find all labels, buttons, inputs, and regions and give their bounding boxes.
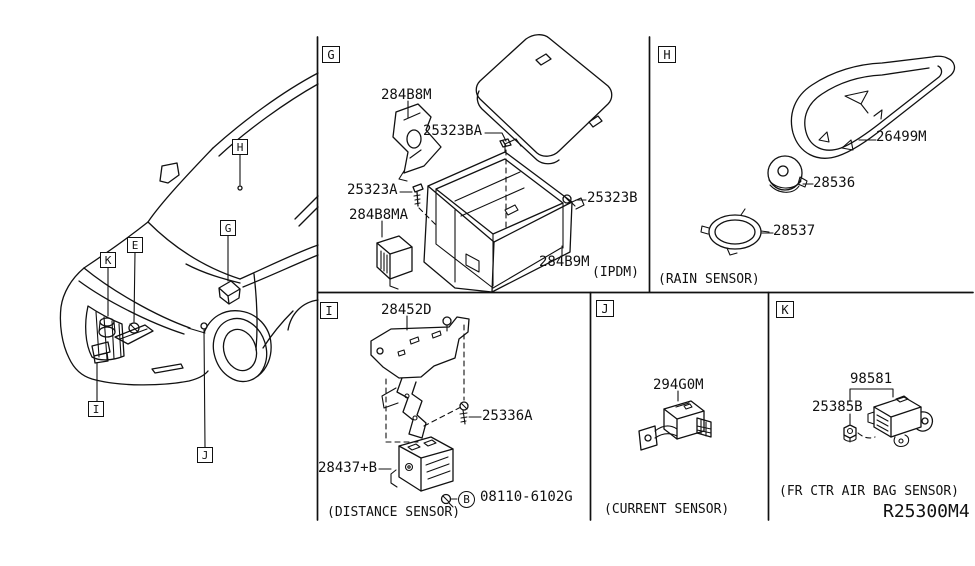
distance-leader-lines (378, 315, 482, 500)
rain-sensor-unit-drawing (767, 155, 808, 193)
current-connector-drawing (696, 417, 712, 438)
part-label-28537[interactable]: 28537 (773, 223, 816, 239)
car-callout-h: H (232, 139, 248, 155)
section-letter-h: H (658, 46, 676, 63)
current-sensor-drawing (638, 390, 712, 451)
section-caption-distance-sensor: (DISTANCE SENSOR) (327, 505, 461, 520)
current-bracket-drawing (638, 425, 658, 451)
car-callout-h-letter: H (236, 140, 244, 154)
part-label-284b8m[interactable]: 284B8M (381, 87, 432, 103)
part-label-28437b[interactable]: 28437+B (318, 460, 378, 476)
fog-slot-drawing (151, 363, 184, 374)
section-letter-g-text: G (327, 47, 335, 62)
mirror-drawing (159, 162, 180, 184)
section-caption-current-sensor: (CURRENT SENSOR) (604, 502, 730, 517)
part-label-26499m[interactable]: 26499M (876, 129, 927, 145)
ipdm-module-drawing (376, 235, 413, 290)
bolt-25323a-drawing (412, 183, 424, 207)
airbag-leader-lines (849, 388, 894, 425)
car-callout-k: K (100, 252, 116, 268)
car-callout-e-letter: E (131, 238, 139, 252)
part-label-25323a[interactable]: 25323A (347, 182, 398, 198)
part-label-08110-6102g[interactable]: 08110-6102G (480, 489, 573, 505)
screw-25336a-drawing (459, 401, 469, 425)
car-current-marker (200, 322, 208, 330)
car-callout-leaders (96, 154, 241, 448)
distance-sensor-drawing (370, 315, 482, 508)
rain-leader-lines (761, 139, 877, 234)
section-letter-g: G (322, 46, 340, 63)
part-label-25385b[interactable]: 25385B (812, 399, 863, 415)
part-label-294g0m[interactable]: 294G0M (653, 377, 704, 393)
car-distance-marker (91, 341, 111, 364)
rain-cover-drawing (790, 55, 956, 159)
car-callout-i-letter: I (92, 402, 100, 416)
front-wheel-drawing (212, 317, 268, 383)
car-callout-g-letter: G (224, 221, 232, 235)
rain-sensor-drawing (700, 55, 956, 256)
rain-ring-drawing (700, 208, 770, 256)
distance-bracket-drawing (370, 316, 470, 379)
part-label-28536[interactable]: 28536 (813, 175, 856, 191)
part-label-284b9m[interactable]: 284B9M (539, 254, 590, 270)
car-callout-k-letter: K (104, 253, 112, 267)
ipdm-cover-drawing (475, 34, 613, 157)
nut-25385b-drawing (843, 424, 857, 443)
part-label-25323ba[interactable]: 25323BA (423, 123, 483, 139)
car-ipdm-marker (218, 280, 241, 305)
distance-sensor-unit-drawing (390, 436, 454, 492)
bolt-symbol-letter: B (463, 493, 470, 506)
ipdm-drawing (376, 34, 613, 293)
car-callout-i: I (88, 401, 104, 417)
section-dividers (316, 36, 974, 521)
part-label-25323b[interactable]: 25323B (587, 190, 638, 206)
bolt-25323b-drawing (562, 194, 576, 207)
airbag-sensor-drawing (843, 388, 934, 447)
section-letter-j-text: J (601, 301, 609, 316)
section-letter-k: K (776, 301, 794, 318)
car-rain-marker (237, 185, 243, 191)
car-callout-g: G (220, 220, 236, 236)
car-e-marker (128, 322, 140, 334)
part-label-284b8ma[interactable]: 284B8MA (349, 207, 409, 223)
ipdm-housing-drawing (427, 151, 573, 243)
part-label-28452d[interactable]: 28452D (381, 302, 432, 318)
section-letter-k-text: K (781, 302, 789, 317)
section-caption-airbag-sensor: (FR CTR AIR BAG SENSOR) (779, 484, 960, 499)
part-label-98581[interactable]: 98581 (850, 371, 893, 387)
part-label-25336a[interactable]: 25336A (482, 408, 533, 424)
ipdm-bracket-drawing (392, 103, 442, 174)
section-caption-ipdm: (IPDM) (592, 265, 639, 280)
car-drawing (59, 72, 319, 448)
section-letter-i: I (320, 302, 338, 319)
section-letter-j: J (596, 300, 614, 317)
section-letter-i-text: I (325, 303, 333, 318)
car-callout-e: E (127, 237, 143, 253)
section-caption-rain-sensor: (RAIN SENSOR) (658, 272, 760, 287)
car-airbag-marker (98, 317, 116, 338)
bolt-symbol-circle[interactable]: B (458, 491, 475, 508)
section-letter-h-text: H (663, 47, 671, 62)
car-callout-j: J (197, 447, 213, 463)
ipdm-leader-lines (381, 100, 587, 257)
car-callout-j-letter: J (201, 448, 209, 462)
diagram-ref-code: R25300M4 (883, 501, 970, 522)
